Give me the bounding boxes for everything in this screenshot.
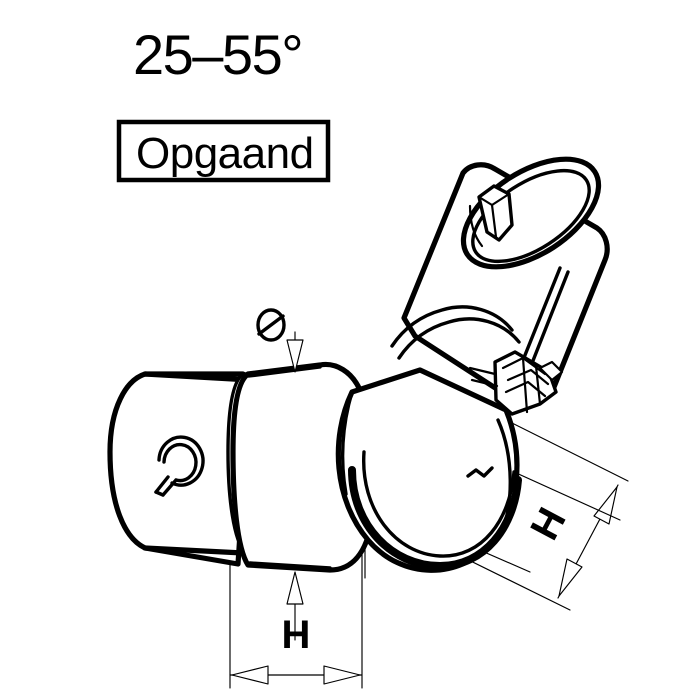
upper-tube-collar-band-a [390, 305, 514, 348]
lower-straight-tube [107, 371, 253, 567]
angle-range-title: 25–55° [133, 23, 302, 86]
clamp-tail-strip-2 [470, 378, 499, 388]
lower-tube-bottom-edge [142, 545, 246, 556]
ball-inner-arc [362, 450, 516, 558]
direction-badge-label: Opgaand [136, 129, 314, 178]
clamp-boss [538, 360, 564, 382]
clamp-bracket [468, 350, 564, 416]
upper-angled-tube [390, 156, 610, 407]
arrowhead-top [593, 486, 618, 525]
ball-swivel-joint [335, 367, 522, 573]
grub-ring-inner-arc [162, 442, 198, 483]
dimension-h-right-label: H [522, 501, 574, 547]
upper-tube-collar-band-b [397, 317, 521, 360]
arrowhead-right [323, 665, 361, 685]
bore-shadow-left [468, 204, 484, 248]
ball-step-notch [466, 466, 494, 478]
clamp-vertical-edge-2 [534, 364, 542, 406]
grub-ring-tail-cap [154, 490, 165, 497]
lower-tube-left-cap [107, 371, 253, 567]
housing-bottom-edge [248, 561, 332, 570]
ball-right-seam [496, 418, 512, 538]
grub-ring-tail-left [154, 475, 170, 494]
housing-top-edge [247, 365, 322, 378]
arrowhead-bottom [558, 558, 583, 597]
internal-key-tab [468, 184, 514, 248]
key-tab-body [477, 184, 514, 242]
leader-arrowhead-up [286, 571, 304, 605]
key-tab-edge [490, 203, 498, 239]
grub-ring-tail-right [161, 478, 178, 497]
grub-ring-outer-arc [157, 435, 205, 487]
clamp-tail-strip [468, 366, 497, 376]
clamp-facet-mid [506, 368, 550, 386]
diameter-symbol [256, 308, 286, 342]
grub-screw-ring [154, 435, 205, 497]
diameter-callout [256, 308, 304, 373]
clamp-vertical-edge [521, 356, 529, 414]
ball-left-shoulder [340, 390, 354, 496]
direction-badge-box [116, 119, 331, 183]
dimension-h-bottom-label: H [282, 613, 311, 657]
direction-badge: Opgaand [116, 119, 331, 183]
diameter-symbol-slash [257, 314, 285, 336]
diameter-arrowhead [286, 339, 304, 373]
dimension-h-bottom: H [229, 547, 363, 689]
arrowhead-left [231, 665, 269, 685]
